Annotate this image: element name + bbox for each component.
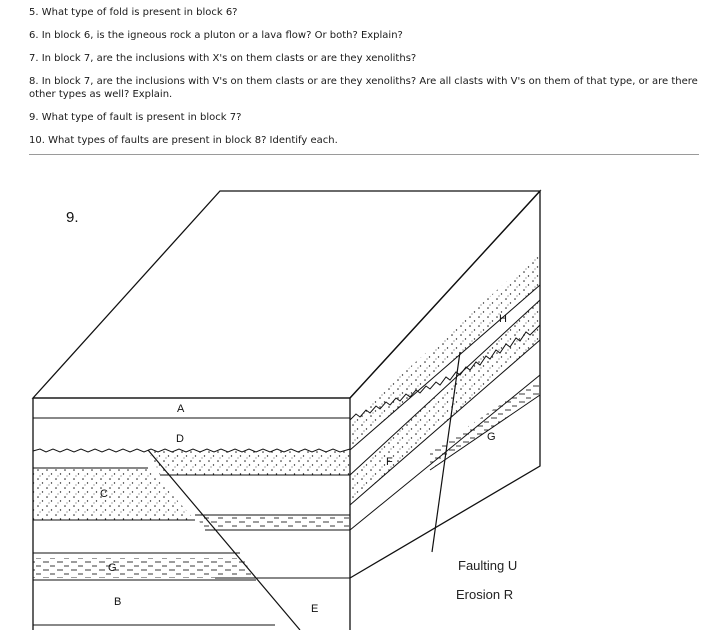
unit-d-sandstone-side bbox=[350, 252, 540, 450]
unit-f-dotted-side bbox=[350, 300, 540, 505]
section-divider bbox=[29, 154, 699, 155]
legend-erosion: Erosion R bbox=[456, 587, 513, 602]
unit-c-sandstone bbox=[33, 468, 195, 520]
label-g-side: G bbox=[487, 431, 496, 443]
label-c: C bbox=[100, 488, 108, 500]
label-f: F bbox=[386, 456, 393, 468]
label-g-front: G bbox=[108, 562, 117, 574]
question-8: 8. In block 7, are the inclusions with V… bbox=[29, 76, 698, 100]
label-e: E bbox=[311, 603, 318, 615]
block-number: 9. bbox=[66, 209, 79, 226]
label-h: H bbox=[499, 313, 507, 325]
label-b: B bbox=[114, 596, 121, 608]
unconformity-side bbox=[349, 324, 541, 421]
question-6: 6. In block 6, is the igneous rock a plu… bbox=[29, 30, 403, 41]
fault-front bbox=[147, 449, 301, 630]
side-contact-4 bbox=[349, 374, 541, 531]
block-diagram: 9. A D C G B E F G H Faulting U Erosion … bbox=[31, 189, 542, 630]
side-contact-5 bbox=[429, 394, 541, 471]
side-contact-3 bbox=[349, 339, 541, 506]
label-a: A bbox=[177, 403, 185, 415]
unit-g-shale-left bbox=[33, 558, 254, 578]
unit-g-shale-side bbox=[430, 378, 540, 470]
unit-g-shale-right bbox=[195, 515, 350, 530]
unconformity-front bbox=[32, 448, 351, 453]
question-10: 10. What types of faults are present in … bbox=[29, 135, 338, 146]
question-7: 7. In block 7, are the inclusions with X… bbox=[29, 53, 417, 64]
question-5: 5. What type of fold is present in block… bbox=[29, 7, 238, 18]
unit-d-sandstone-right bbox=[148, 450, 350, 475]
question-list: 5. What type of fold is present in block… bbox=[29, 6, 709, 157]
label-d: D bbox=[176, 433, 184, 445]
legend-faulting: Faulting U bbox=[458, 558, 517, 573]
side-contact-2 bbox=[349, 299, 541, 476]
fault-side bbox=[431, 351, 461, 553]
side-contact-1 bbox=[349, 284, 541, 451]
top-face bbox=[31, 190, 542, 399]
question-9: 9. What type of fault is present in bloc… bbox=[29, 112, 242, 123]
